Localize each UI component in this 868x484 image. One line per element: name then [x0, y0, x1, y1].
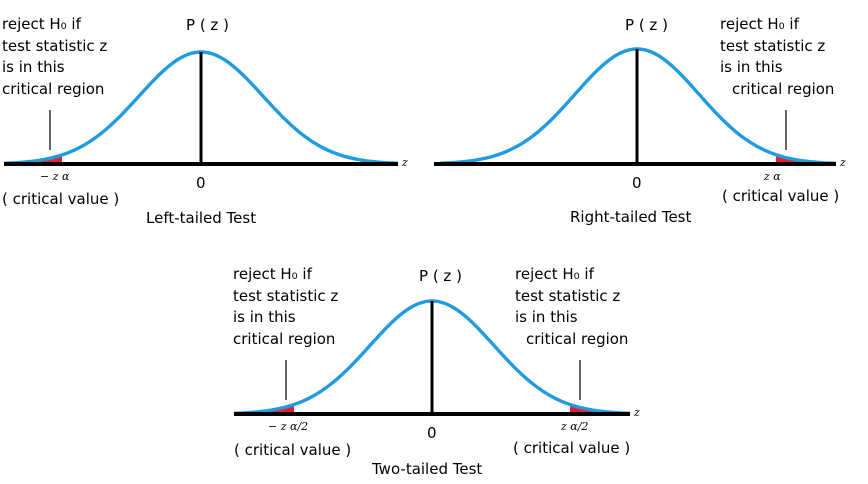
two-right-critical-region	[570, 404, 630, 414]
two-critical-symbol-left: − z α/2	[268, 420, 308, 433]
two-right-reject-line-2: test statistic z	[515, 287, 620, 305]
two-title: Two-tailed Test	[371, 460, 482, 478]
panel-left-tailed: P ( z ) z 0 − z α ( critical value ) Lef…	[2, 15, 408, 227]
two-left-reject-line-3: is in this	[233, 308, 296, 326]
right-reject-text: reject H₀ if test statistic z is in this…	[720, 15, 834, 98]
two-critical-note-left: ( critical value )	[234, 441, 351, 459]
two-critical-symbol-right: z α/2	[560, 420, 588, 433]
panel-right-tailed: P ( z ) z 0 z α ( critical value ) Right…	[434, 15, 846, 226]
left-reject-line-1: reject H₀ if	[2, 15, 82, 33]
right-critical-note: ( critical value )	[722, 187, 839, 205]
two-left-critical-region	[234, 404, 294, 414]
right-density-label: P ( z )	[625, 16, 668, 34]
right-critical-region	[776, 154, 836, 164]
two-reject-text-left: reject H₀ if test statistic z is in this…	[233, 265, 338, 348]
two-left-reject-line-2: test statistic z	[233, 287, 338, 305]
left-axis-label: z	[401, 156, 408, 169]
two-reject-text-right: reject H₀ if test statistic z is in this…	[515, 265, 628, 348]
two-right-reject-line-3: is in this	[515, 308, 578, 326]
right-critical-symbol: z α	[763, 170, 781, 183]
two-right-reject-line-1: reject H₀ if	[515, 265, 595, 283]
left-critical-symbol: − z α	[40, 170, 70, 183]
right-reject-line-3: is in this	[720, 58, 783, 76]
right-zero-label: 0	[632, 174, 642, 192]
right-title: Right-tailed Test	[570, 208, 691, 226]
right-reject-line-4: critical region	[732, 80, 834, 98]
two-critical-note-right: ( critical value )	[513, 439, 630, 457]
two-left-reject-line-1: reject H₀ if	[233, 265, 313, 283]
left-zero-label: 0	[196, 174, 206, 192]
panel-two-tailed: P ( z ) z 0 − z α/2 z α/2 ( critical val…	[233, 265, 640, 478]
right-axis-label: z	[839, 156, 846, 169]
left-critical-region	[4, 154, 62, 164]
left-title: Left-tailed Test	[146, 209, 256, 227]
two-axis-label: z	[633, 406, 640, 419]
two-density-label: P ( z )	[419, 267, 462, 285]
left-reject-line-2: test statistic z	[2, 37, 107, 55]
two-right-reject-line-4: critical region	[526, 330, 628, 348]
left-reject-line-3: is in this	[2, 58, 65, 76]
right-reject-line-1: reject H₀ if	[720, 15, 800, 33]
right-reject-line-2: test statistic z	[720, 37, 825, 55]
two-zero-label: 0	[427, 424, 437, 442]
left-reject-line-4: critical region	[2, 80, 104, 98]
left-reject-text: reject H₀ if test statistic z is in this…	[2, 15, 107, 98]
left-density-label: P ( z )	[186, 16, 229, 34]
left-critical-note: ( critical value )	[2, 190, 119, 208]
two-left-reject-line-4: critical region	[233, 330, 335, 348]
